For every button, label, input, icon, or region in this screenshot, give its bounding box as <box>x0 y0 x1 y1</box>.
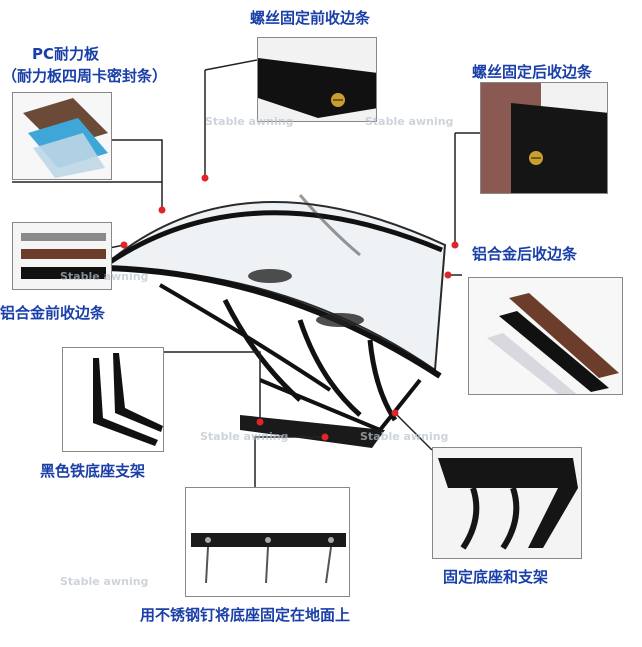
label-al-back: 铝合金后收边条 <box>472 245 578 263</box>
watermark: Stable awning <box>205 115 294 128</box>
watermark: Stable awning <box>200 430 289 443</box>
label-iron-bracket: 黑色铁底座支架 <box>40 462 146 480</box>
watermark: Stable awning <box>60 575 149 588</box>
watermark: Stable awning <box>365 115 454 128</box>
label-screw-front: 螺丝固定前收边条 <box>250 9 371 27</box>
label-nails: 用不锈钢钉将底座固定在地面上 <box>140 606 351 624</box>
photo-al-back-trim <box>468 277 623 395</box>
photo-screw-back-trim <box>480 82 608 194</box>
photo-fixed-base <box>432 447 582 559</box>
photo-al-front-trim <box>12 222 112 290</box>
red-markers <box>120 174 459 441</box>
watermark: Stable awning <box>360 430 449 443</box>
label-pc-board-sub: （耐力板四周卡密封条） <box>2 67 168 85</box>
label-al-front: 铝合金前收边条 <box>0 304 106 322</box>
awning-illustration <box>103 194 447 448</box>
photo-stainless-nails <box>185 487 350 597</box>
watermark: Stable awning <box>60 270 149 283</box>
photo-screw-front-trim <box>257 37 377 122</box>
photo-pc-board <box>12 92 112 180</box>
photo-iron-bracket <box>62 347 164 452</box>
label-fixed-base: 固定底座和支架 <box>443 568 549 586</box>
label-pc-board: PC耐力板 <box>32 45 100 63</box>
label-screw-back: 螺丝固定后收边条 <box>472 63 593 81</box>
